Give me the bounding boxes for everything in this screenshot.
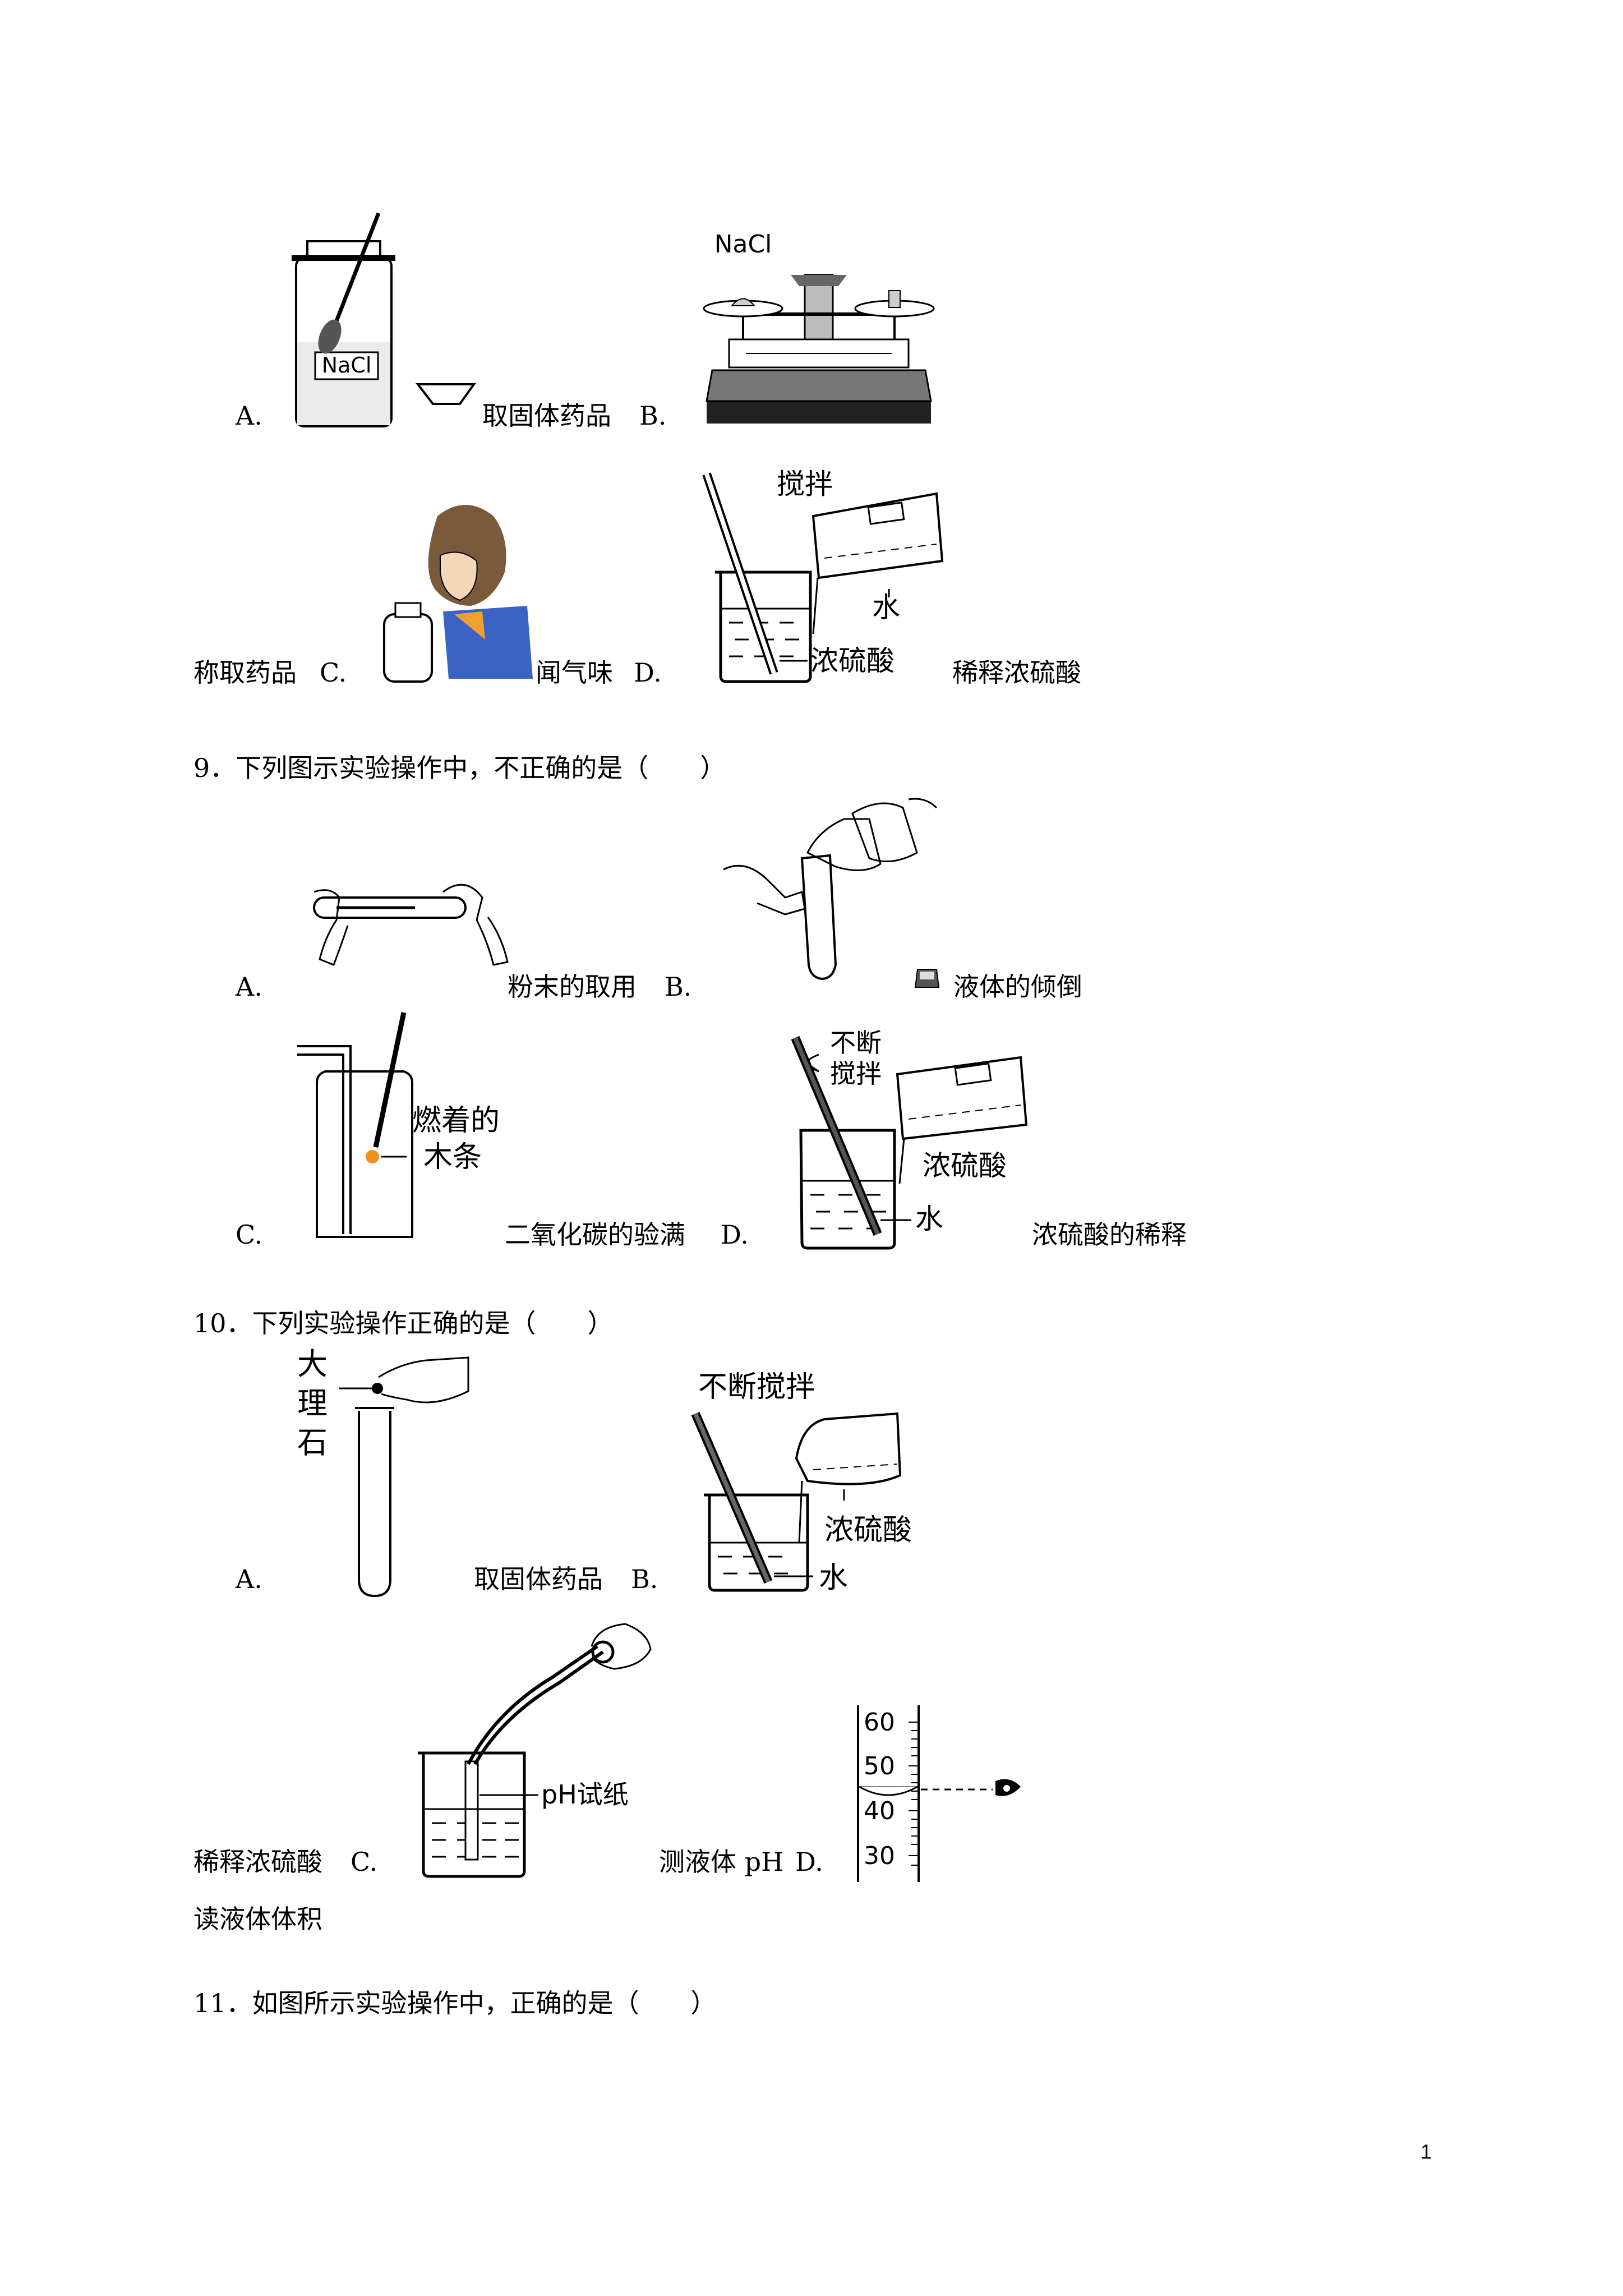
- q8-option-c-letter: C.: [320, 657, 347, 688]
- q8-figure-c-smell: [383, 505, 533, 683]
- q8-fig-d-stir: 搅拌: [777, 468, 833, 500]
- q9-fig-d-acid: 浓硫酸: [923, 1149, 1007, 1182]
- q9-figure-b-pour: [723, 798, 938, 981]
- q8-figure-d-dilute: 搅拌 水 浓硫酸: [702, 468, 944, 683]
- q10-option-c-letter: C.: [351, 1847, 378, 1877]
- q10-figure-c-ph: pH试纸: [418, 1623, 652, 1878]
- q10-fig-a-c1: 大: [297, 1346, 328, 1382]
- q8-fig-b-label: NaCl: [714, 230, 772, 259]
- q10-option-d-caption: 读液体体积: [193, 1904, 322, 1934]
- q10-fig-d-tick-50: 50: [864, 1752, 895, 1780]
- q10-option-b-caption: 稀释浓硫酸: [193, 1847, 322, 1877]
- q8-figure-b-balance: NaCl: [703, 230, 935, 424]
- q10-fig-d-tick-30: 30: [864, 1842, 895, 1870]
- q9-option-a-caption: 粉末的取用: [508, 972, 637, 1002]
- q10-question: 10．下列实验操作正确的是（ ）: [193, 1308, 614, 1338]
- q10-figure-a-marble: 大 理 石: [297, 1346, 469, 1598]
- q10-fig-d-tick-60: 60: [864, 1708, 895, 1737]
- q11-question: 11．如图所示实验操作中，正确的是（ ）: [193, 1988, 717, 2018]
- q8-option-d-caption: 稀释浓硫酸: [952, 657, 1081, 688]
- q8-option-a-caption: 取固体药品: [482, 401, 611, 431]
- q10-fig-a-c3: 石: [297, 1425, 328, 1460]
- q8-fig-d-water: 水: [872, 591, 900, 624]
- q9-option-c-letter: C.: [236, 1220, 263, 1250]
- q10-fig-b-stir: 不断搅拌: [698, 1370, 815, 1404]
- q9-figure-a-powder: [313, 884, 509, 966]
- q9-figure-d-dilute: 不断 搅拌 浓硫酸 水: [791, 1028, 1028, 1250]
- q10-figure-d-cylinder: 60 50 40 30: [857, 1705, 1021, 1882]
- q9-option-d-caption: 浓硫酸的稀释: [1032, 1220, 1187, 1250]
- q8-option-b-letter: B.: [639, 401, 667, 431]
- page-number: 1: [1421, 2140, 1432, 2163]
- q10-option-a-caption: 取固体药品: [474, 1564, 603, 1594]
- q9-option-b-letter: B.: [665, 972, 692, 1002]
- q8-option-d-letter: D.: [634, 657, 662, 688]
- stopper-icon: [914, 969, 940, 988]
- q9-option-d-letter: D.: [721, 1220, 749, 1250]
- q10-fig-b-acid: 浓硫酸: [824, 1513, 912, 1547]
- q9-fig-d-stir1: 不断: [830, 1028, 882, 1058]
- q9-fig-d-stir2: 搅拌: [830, 1059, 882, 1089]
- q8-option-c-caption: 闻气味: [536, 657, 613, 688]
- q10-fig-c-label: pH试纸: [541, 1779, 629, 1810]
- q10-fig-a-c2: 理: [297, 1386, 328, 1421]
- q10-figure-b-dilute: 不断搅拌 浓硫酸 水: [691, 1370, 912, 1595]
- q9-fig-d-water: 水: [915, 1203, 943, 1235]
- q9-fig-c-label1: 燃着的: [412, 1104, 500, 1138]
- q9-fig-c-label2: 木条: [423, 1140, 482, 1174]
- q8-fig-d-acid: 浓硫酸: [810, 645, 895, 677]
- q10-fig-d-tick-40: 40: [864, 1797, 895, 1825]
- q8-figure-a-take-solid: NaCl: [292, 212, 476, 427]
- q10-option-b-letter: B.: [631, 1564, 658, 1594]
- q9-figure-c-co2-test: 燃着的 木条: [297, 1012, 500, 1238]
- q10-fig-b-water: 水: [819, 1561, 848, 1595]
- q8-option-b-caption: 称取药品: [193, 657, 297, 688]
- q9-question: 9．下列图示实验操作中，不正确的是（ ）: [193, 753, 726, 783]
- q10-option-a-letter: A.: [236, 1564, 262, 1594]
- q10-option-d-letter: D.: [795, 1847, 823, 1877]
- q10-option-c-caption: 测液体 pH: [659, 1847, 784, 1877]
- q8-option-a-letter: A.: [236, 401, 262, 431]
- q9-option-a-letter: A.: [236, 972, 262, 1002]
- q9-option-b-caption: 液体的倾倒: [953, 972, 1082, 1002]
- q8-fig-a-label: NaCl: [322, 353, 372, 378]
- q9-option-c-caption: 二氧化碳的验满: [505, 1220, 685, 1250]
